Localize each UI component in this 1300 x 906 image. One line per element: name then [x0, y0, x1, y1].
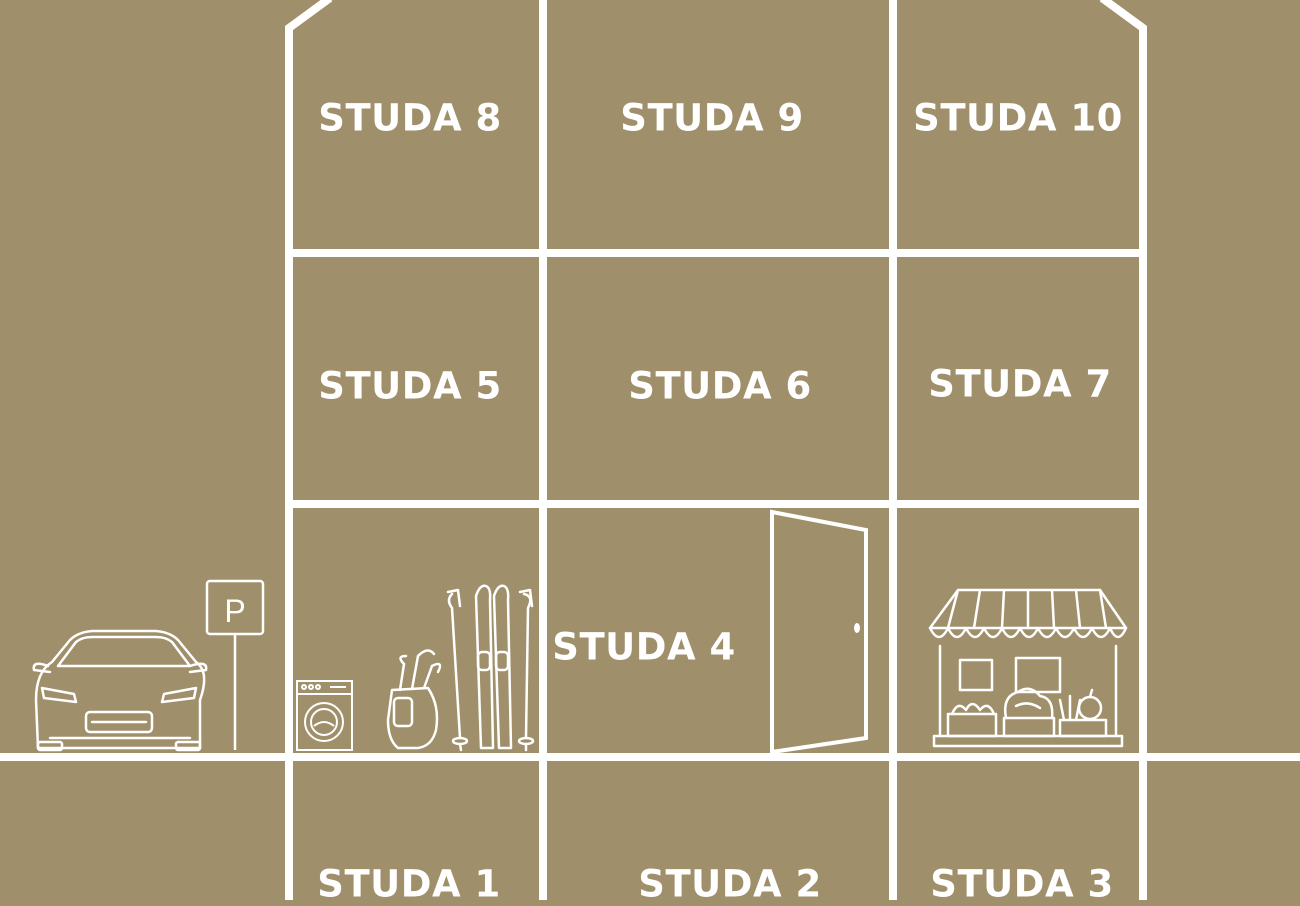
unit-label-studa-10[interactable]: STUDA 10 [913, 96, 1123, 140]
unit-label-studa-5[interactable]: STUDA 5 [318, 364, 502, 408]
unit-label-studa-1[interactable]: STUDA 1 [317, 862, 501, 906]
unit-label-studa-7[interactable]: STUDA 7 [928, 362, 1112, 406]
unit-label-studa-3[interactable]: STUDA 3 [930, 862, 1114, 906]
unit-label-studa-4[interactable]: STUDA 4 [552, 625, 736, 669]
unit-label-studa-6[interactable]: STUDA 6 [628, 364, 812, 408]
unit-label-studa-8[interactable]: STUDA 8 [318, 96, 502, 140]
unit-label-studa-2[interactable]: STUDA 2 [638, 862, 822, 906]
unit-label-studa-9[interactable]: STUDA 9 [620, 96, 804, 140]
